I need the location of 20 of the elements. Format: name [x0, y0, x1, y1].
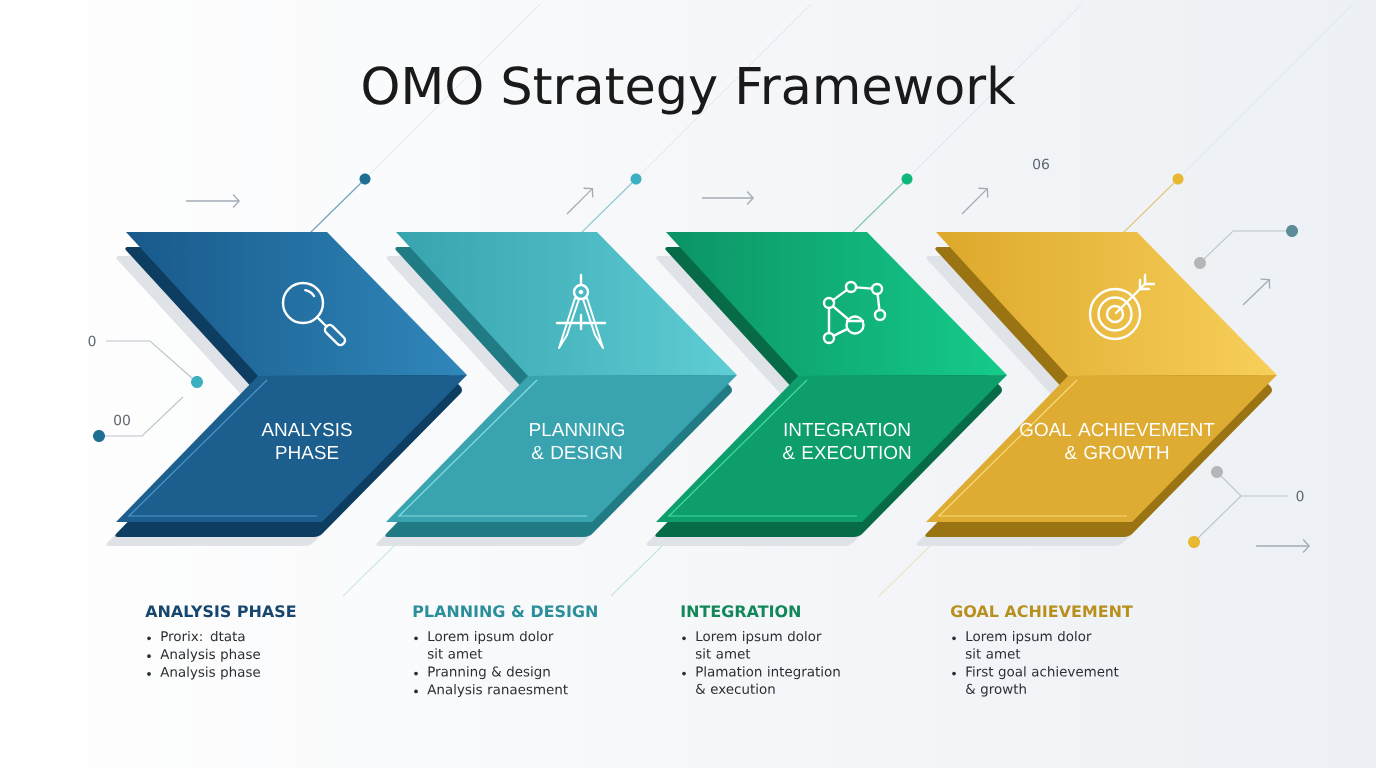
column-heading: PLANNING & DESIGN — [413, 605, 597, 618]
bullet-item: Lorem ipsum dolor sit amet — [427, 630, 554, 659]
bullet-item: Prorix: dtata — [161, 630, 245, 642]
number-label: 00 — [114, 414, 130, 426]
column-heading: INTEGRATION — [681, 605, 800, 618]
bullet-item: Plamation integration & execution — [696, 666, 840, 694]
bullet-item: Analysis phase — [160, 666, 260, 680]
number-label: 0 — [1296, 490, 1304, 502]
column-heading: GOAL ACHIEVEMENT — [951, 605, 1133, 618]
bullet-item: Lorem ipsum dolor sit amet — [965, 630, 1092, 659]
bullet-item: Pranning & design — [428, 666, 550, 680]
bullet-item: Analysis phase — [160, 648, 260, 662]
chevron-box: GOAL ACHIEVEMENT & GROWTH — [925, 232, 1277, 537]
title: OMO Strategy Framework — [363, 65, 1016, 115]
bullet-item: Lorem ipsum dolor sit amet — [695, 630, 822, 659]
bullet-item: First goal achievement & growth — [966, 666, 1119, 697]
bullet-item: Analysis ranaesment — [427, 684, 568, 697]
number-label: 0 — [88, 335, 96, 347]
number-label: 06 — [1033, 158, 1049, 170]
column-heading: ANALYSIS PHASE — [145, 605, 296, 618]
